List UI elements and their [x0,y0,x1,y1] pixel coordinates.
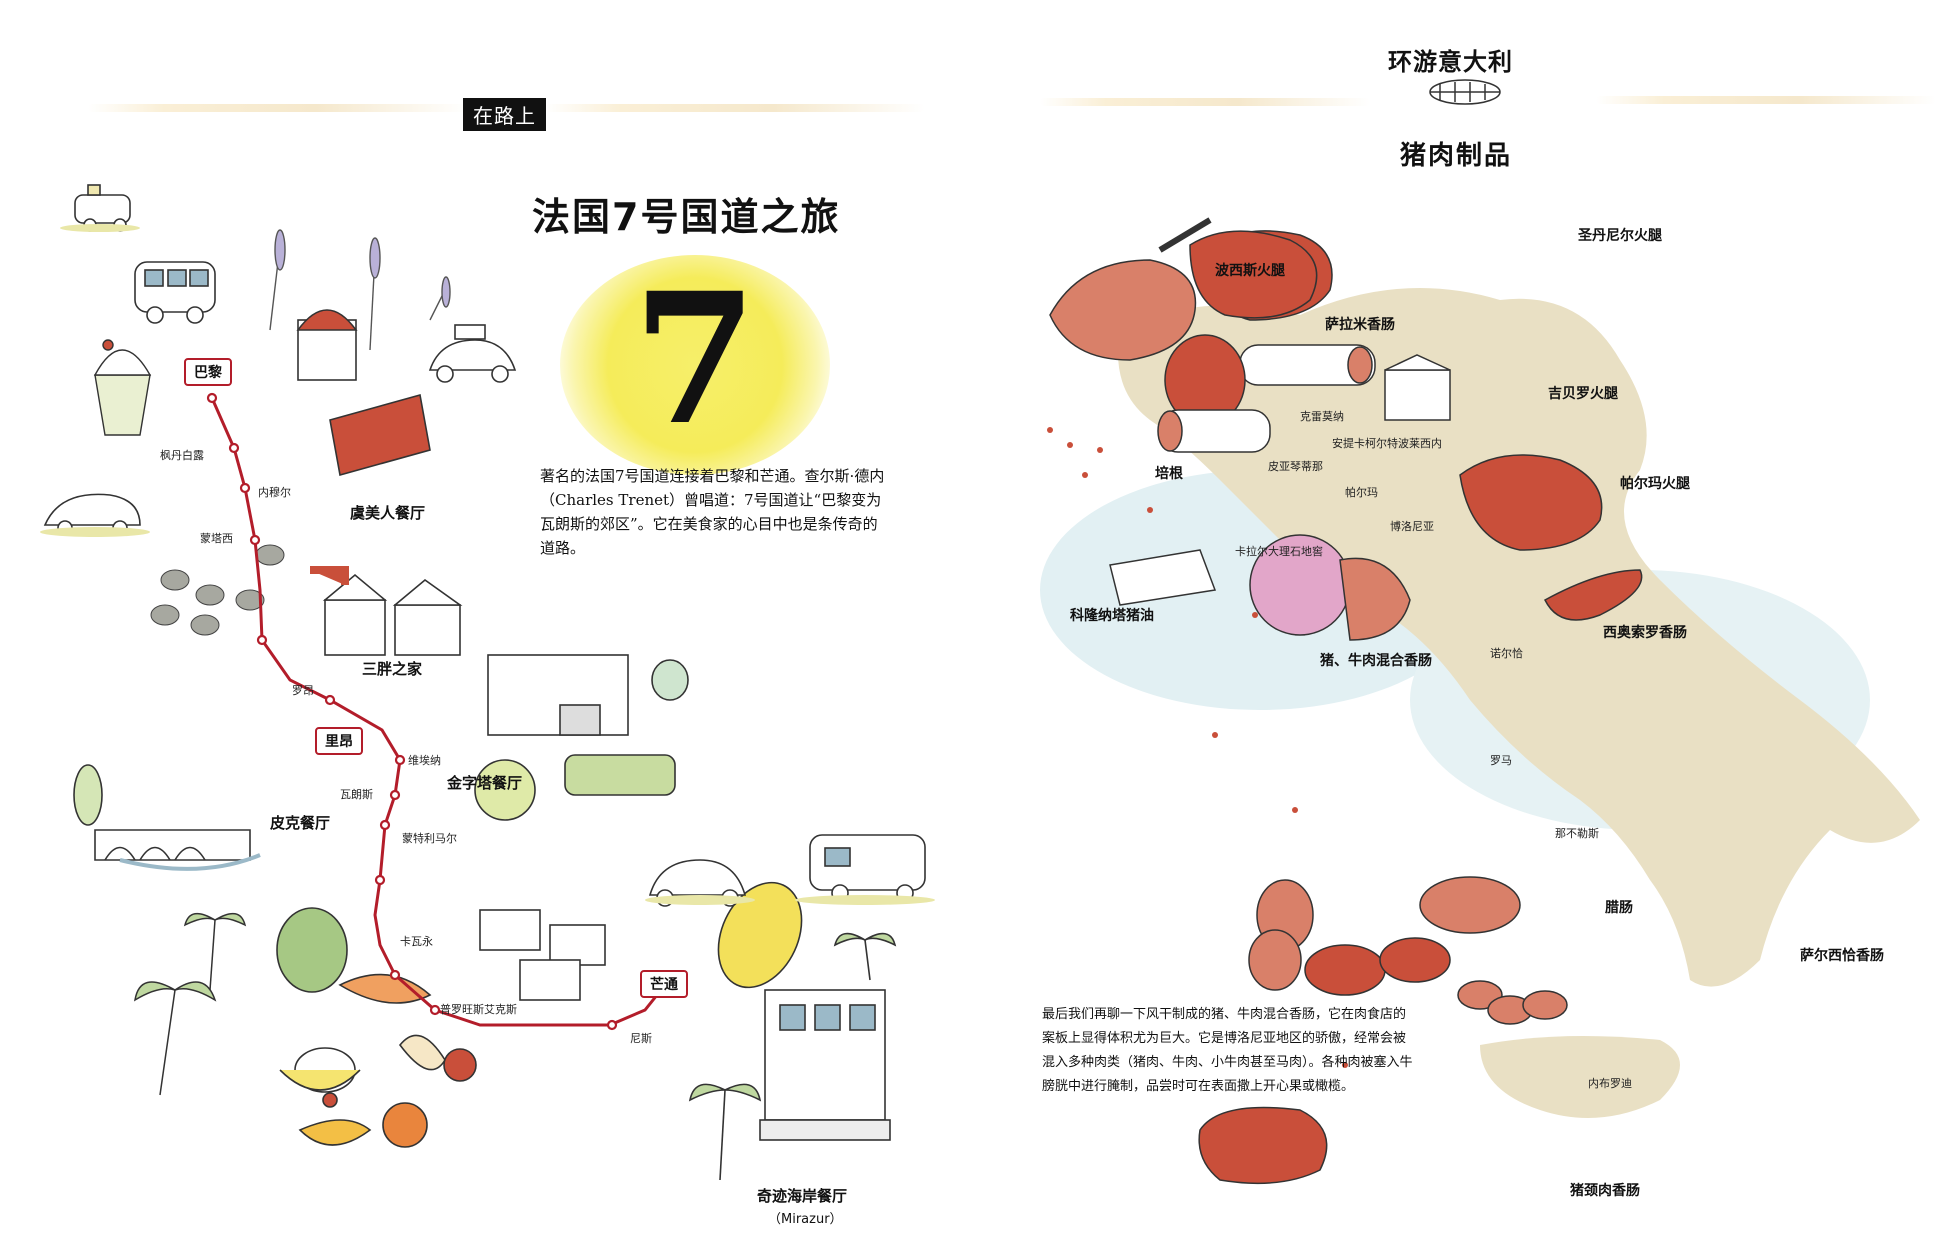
place-label: 博洛尼亚 [1390,520,1434,533]
product-label: 波西斯火腿 [1215,263,1285,279]
station-label: 枫丹白露 [160,449,204,462]
restaurant-label: 虞美人餐厅 [350,504,426,522]
fruit-plate-illustration [279,1034,477,1148]
coquelicot-sign-illustration [329,393,431,477]
station-label: 罗昂 [292,684,314,697]
page-title: 法国7号国道之旅 [532,195,841,239]
station-label: 普罗旺斯艾克斯 [440,1003,517,1016]
left-illustrations [40,184,935,1181]
place-label: 安提卡柯尔特波莱西内 [1332,437,1442,450]
product-label: 萨拉米香肠 [1325,317,1395,333]
product-label: 腊肠 [1605,900,1633,916]
caravan-illustration [795,834,935,905]
car-luggage-illustration [428,324,517,383]
restaurant-label: 三胖之家 [362,660,423,678]
lavender-illustration [269,229,451,351]
page-title: 环游意大利 [1388,47,1513,76]
station-label: 瓦朗斯 [340,788,373,801]
product-label: 萨尔西恰香肠 [1800,948,1884,964]
place-label: 卡拉尔大理石地窖 [1235,545,1323,558]
station-label: 卡瓦永 [400,935,433,948]
product-label: 帕尔玛火腿 [1620,476,1690,492]
product-label: 猪颈肉香肠 [1570,1183,1640,1199]
houses-illustration [310,566,463,656]
ciauscolo-illustration [1544,569,1643,621]
place-label: 内布罗迪 [1588,1077,1632,1090]
car-right-illustration [645,859,755,907]
restaurant-label: 皮克餐厅 [270,814,331,832]
station-label: 内穆尔 [258,486,291,499]
station-label: 尼斯 [630,1032,652,1045]
decorative-brush-stroke [1040,98,1370,106]
salami-illustration [1239,344,1376,386]
page-subtitle: 猪肉制品 [1400,141,1513,171]
cheese-illustration [479,909,606,1001]
station-label: 蒙特利马尔 [402,832,457,845]
city-dots [1047,427,1348,1068]
bacon-roll-illustration [1157,409,1271,453]
castle-illustration [1384,354,1451,421]
mirazur-building-illustration [688,932,897,1181]
left-page: 在路上 法国7号国道之旅 7 著名的法国7号国道连接着巴黎和芒通。查尔斯·德内（… [40,98,935,1227]
bottom-paragraph: 最后我们再聊一下风干制成的猪、牛肉混合香肠，它在肉食店的案板上显得体积尤为巨大。… [1042,1007,1413,1094]
mortadella-illustration [1249,534,1411,641]
place-label: 那不勒斯 [1555,827,1599,840]
product-label: 猪、牛肉混合香肠 [1320,653,1432,669]
italy-map-illustration [1040,79,1920,1185]
product-label: 培根 [1155,466,1183,482]
van-illustration [134,261,216,324]
yellow-glow [560,255,830,475]
place-label: 诺尔恰 [1490,647,1523,660]
number-7-badge: 7 [560,254,830,475]
parma-ham-illustration [1459,454,1603,551]
pic-bridge-illustration [73,764,261,871]
place-label: 皮亚琴蒂那 [1268,460,1323,473]
ice-cream-illustration [93,339,152,436]
product-label: 圣丹尼尔火腿 [1578,228,1662,244]
section-tag: 在路上 [463,98,546,131]
right-page: 环游意大利 猪肉制品 [1000,0,1937,1235]
ham-illustration [1049,217,1212,361]
place-label: 克雷莫纳 [1300,410,1344,423]
route-stop-markers [206,392,618,1031]
car-left-illustration [40,493,150,537]
taxi-illustration [60,184,140,232]
big-number: 7 [632,254,758,465]
italy-land [1118,288,1920,987]
place-label: 帕尔玛 [1345,486,1378,499]
salami-header-icon [1429,79,1501,105]
restaurant-note: （Mirazur） [768,1212,843,1227]
decorative-brush-stroke [1596,96,1936,104]
station-label: 维埃纳 [408,754,441,767]
sicily-land [1480,1036,1680,1118]
lardo-illustration [1109,549,1217,606]
snails-illustration [150,544,285,636]
n7-milestone-illustration [296,309,358,381]
product-label: 科隆纳塔猪油 [1070,608,1154,624]
product-label: 吉贝罗火腿 [1548,386,1618,402]
city-label-paris: 巴黎 [184,358,232,386]
product-label: 西奥索罗香肠 [1603,625,1687,641]
lemon-illustration [717,881,803,989]
decorative-brush-stroke [88,104,468,112]
station-label: 蒙塔西 [200,532,233,545]
restaurant-label: 奇迹海岸餐厅 [757,1187,848,1205]
intro-paragraph: 著名的法国7号国道连接着巴黎和芒通。查尔斯·德内（Charles Trenet）… [540,467,885,557]
city-label-lyon: 里昂 [315,727,363,755]
melon-illustration [276,907,432,1004]
place-label: 罗马 [1490,754,1512,767]
city-label-menton: 芒通 [640,970,688,998]
pyramid-building-illustration [474,654,689,821]
decorative-brush-stroke [545,104,925,112]
n7-route-line [210,396,667,1027]
sausage-illustration [1248,876,1568,1025]
restaurant-label: 金字塔餐厅 [447,774,523,792]
palm-tree-illustration [133,912,247,1096]
san-daniele-ham-illustration [1189,230,1333,321]
capocollo-illustration [1198,1106,1328,1185]
